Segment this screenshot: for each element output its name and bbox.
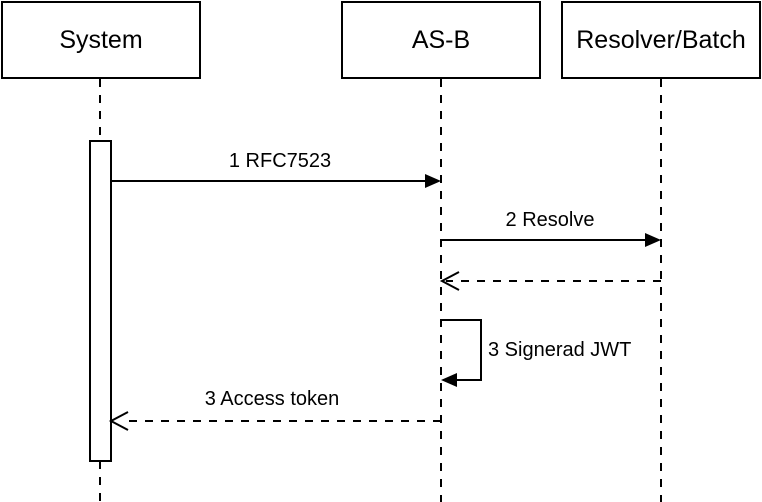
- message-arrow-access-token: [108, 411, 441, 431]
- message-arrow-rfc7523: [111, 174, 441, 188]
- arrowhead-filled: [441, 373, 457, 387]
- actor-box-as-b: AS-B: [341, 1, 541, 79]
- arrowhead-open: [108, 411, 129, 431]
- message-arrow-resolve: [441, 233, 661, 247]
- message-label-resolve: 2 Resolve: [505, 209, 595, 231]
- actor-label-resolver-batch: Resolver/Batch: [576, 25, 746, 54]
- actor-box-system: System: [1, 1, 201, 79]
- arrowhead-filled: [425, 174, 441, 188]
- message-arrow-resolve-return: [439, 271, 661, 291]
- activation-bar-system: [89, 140, 112, 462]
- arrowhead-filled: [645, 233, 661, 247]
- message-arrow-signerad-jwt: [441, 319, 482, 387]
- message-label-rfc7523: 1 RFC7523: [228, 150, 332, 172]
- actor-label-as-b: AS-B: [411, 25, 471, 54]
- actor-box-resolver-batch: Resolver/Batch: [561, 1, 761, 79]
- actor-label-system: System: [59, 25, 143, 54]
- message-label-access-token: 3 Access token: [204, 388, 340, 410]
- arrowhead-open: [439, 271, 460, 291]
- message-label-signerad-jwt: 3 Signerad JWT: [488, 339, 632, 361]
